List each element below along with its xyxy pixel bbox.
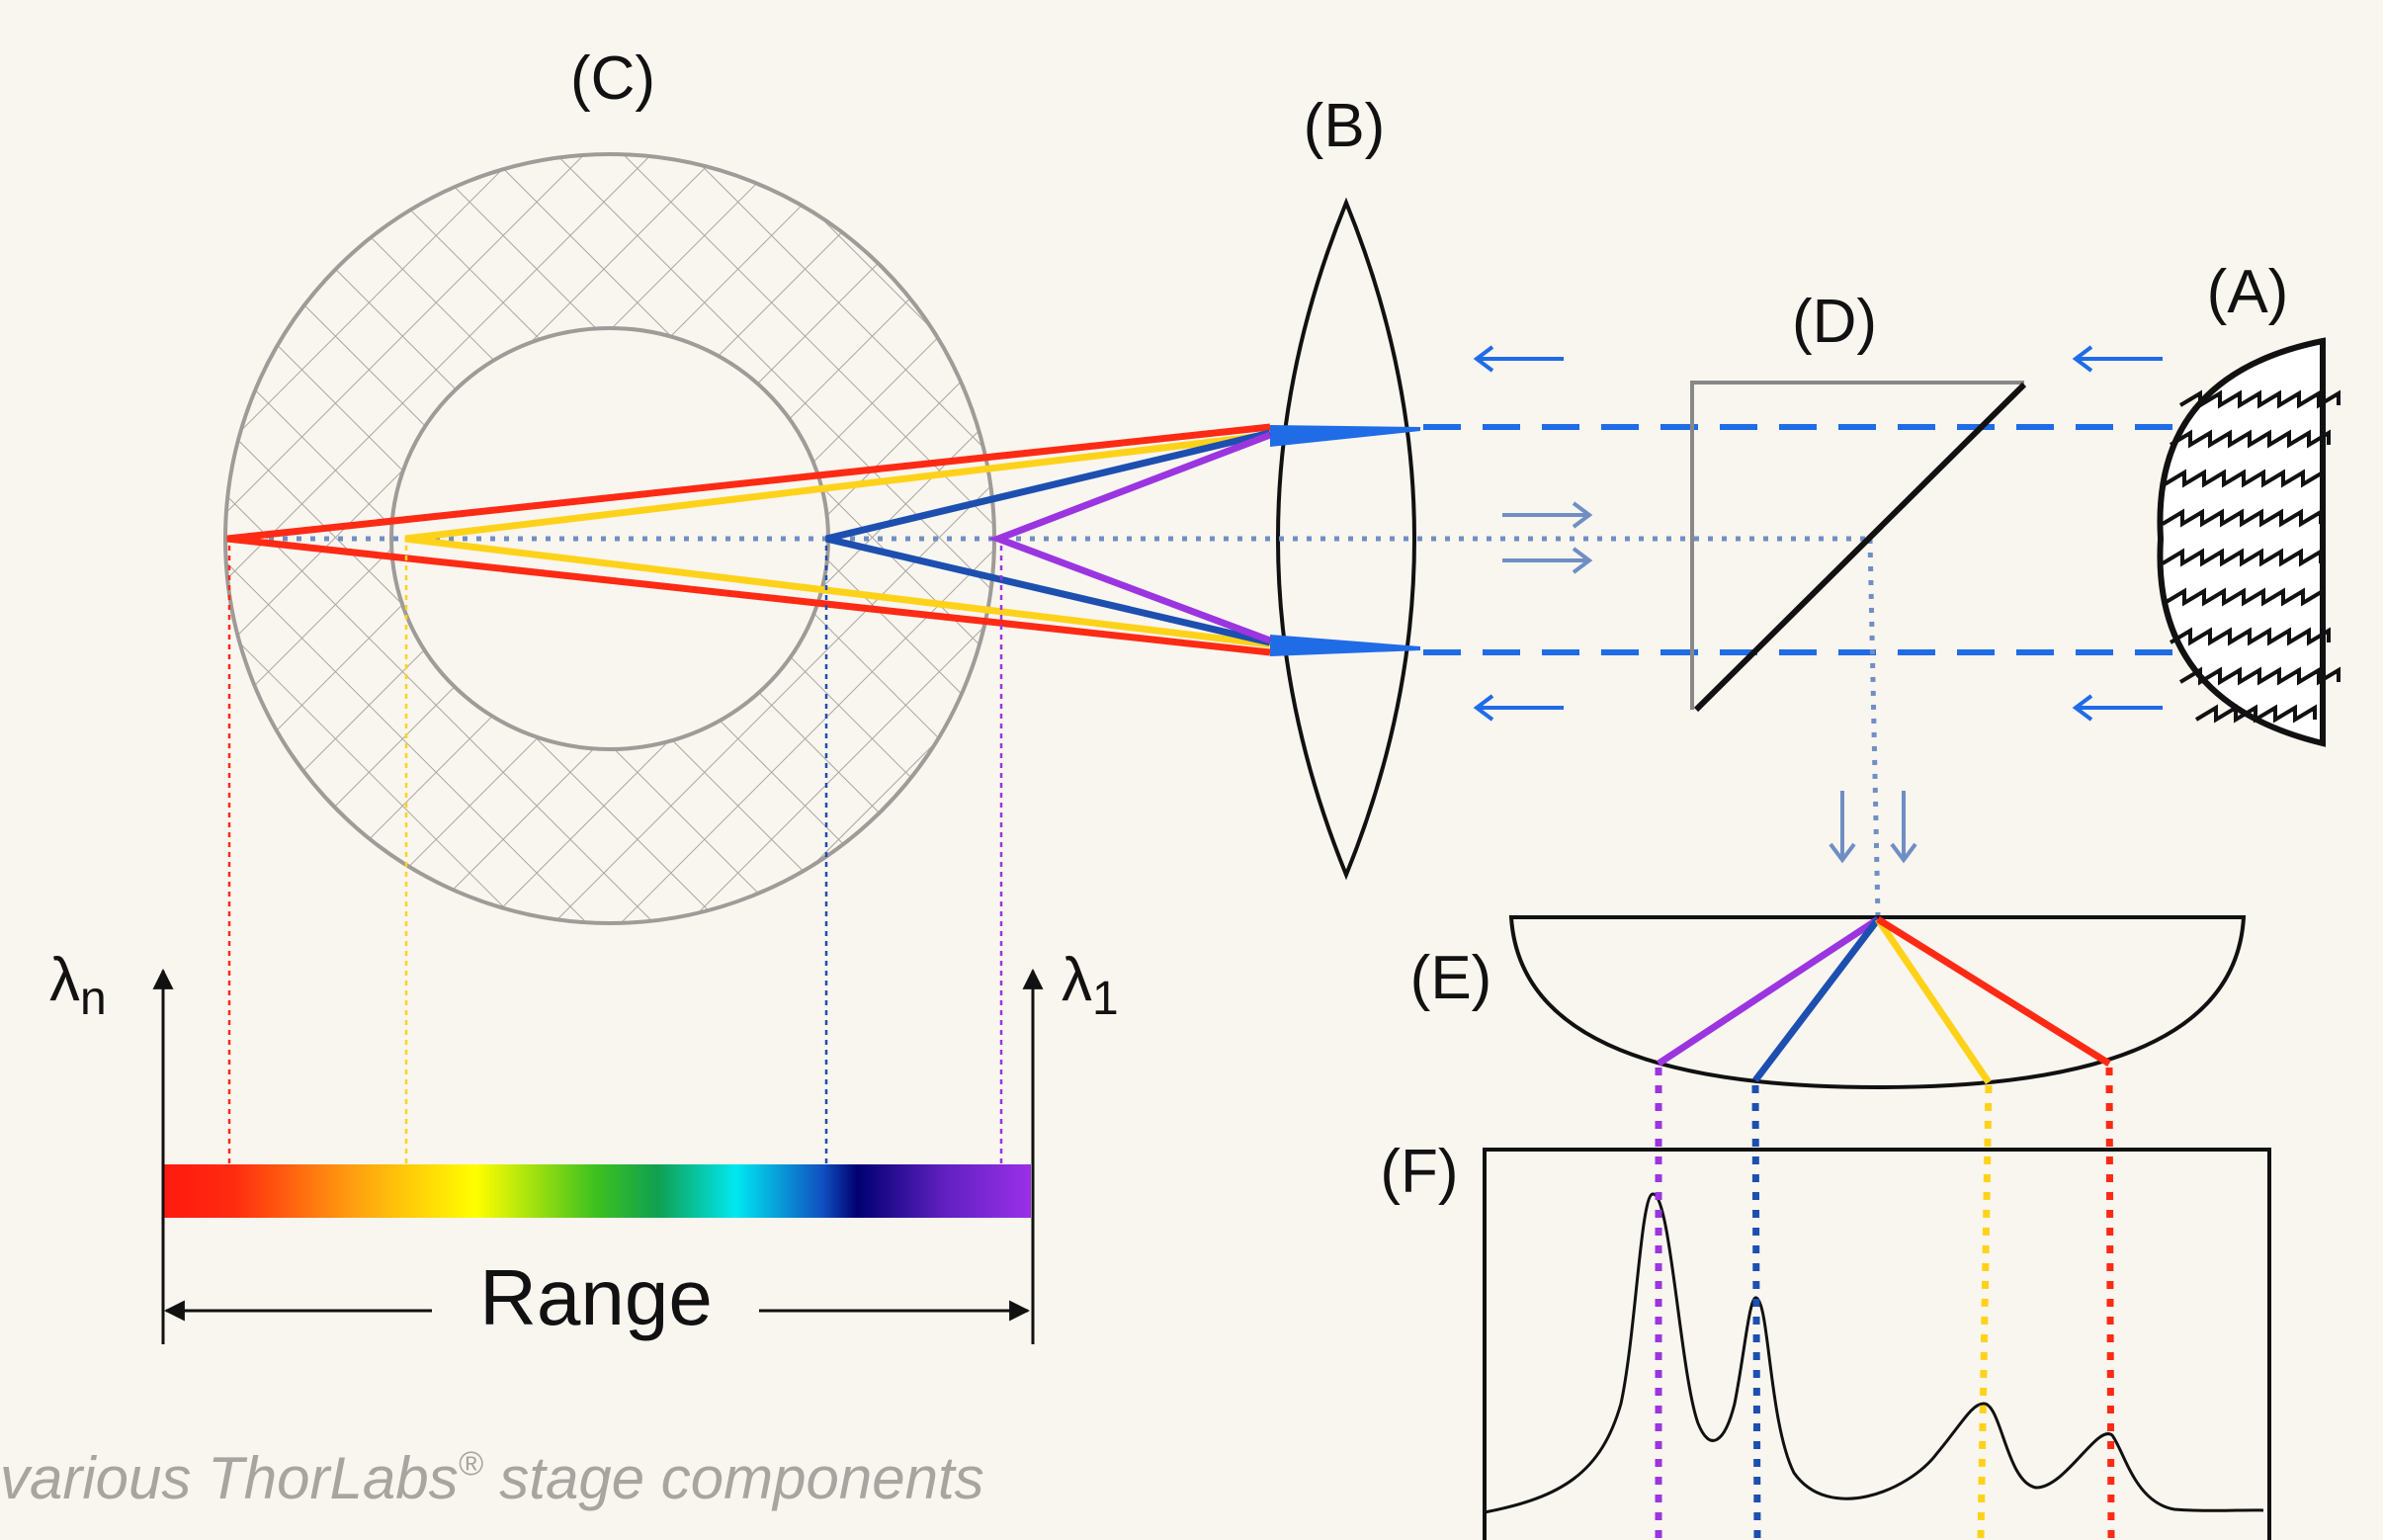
drop-lines-e-to-f bbox=[1655, 1067, 2115, 1540]
arrow-right-icon bbox=[1502, 501, 1593, 529]
beam-bottom-in-lens bbox=[1270, 635, 1420, 656]
spectrum-plot-f bbox=[1483, 1148, 2271, 1540]
spectrum-curve bbox=[1484, 1192, 2264, 1514]
ray-blue bbox=[825, 429, 1271, 646]
arrow-right-icon bbox=[1502, 547, 1593, 574]
arrow-down-icon bbox=[1890, 791, 1917, 864]
ring-body bbox=[222, 152, 997, 925]
dispersed-yellow bbox=[1875, 917, 1992, 1084]
label-e: (E) bbox=[1410, 944, 1492, 1012]
light-source-a bbox=[2157, 337, 2340, 747]
dispersed-blue bbox=[1752, 916, 1881, 1083]
beam-top-in-lens bbox=[1270, 425, 1420, 447]
arrow-left-icon bbox=[2072, 345, 2163, 373]
dispersed-violet bbox=[1657, 916, 1880, 1067]
ray-violet bbox=[988, 431, 1272, 644]
drop-lines-c-to-bar bbox=[227, 546, 1003, 1164]
dotted-axis-down bbox=[1867, 538, 1881, 918]
dispersed-red bbox=[1876, 916, 2111, 1067]
spectrum-bar bbox=[163, 1164, 1031, 1218]
arrow-left-icon bbox=[1473, 345, 1564, 373]
label-c: (C) bbox=[570, 44, 655, 113]
lambda-n-label: λn bbox=[49, 946, 107, 1025]
label-f: (F) bbox=[1380, 1138, 1458, 1206]
direction-arrows bbox=[1473, 345, 2163, 864]
arrow-left-icon bbox=[2072, 694, 2163, 722]
label-a: (A) bbox=[2207, 258, 2289, 326]
ray-yellow bbox=[404, 431, 1271, 648]
beam-splitter-d bbox=[1690, 381, 2027, 713]
lens-component-b bbox=[1276, 197, 1416, 881]
label-d: (D) bbox=[1792, 288, 1877, 356]
caption-text: various ThorLabs® stage components bbox=[0, 1445, 984, 1511]
ray-red bbox=[226, 423, 1271, 656]
range-label: Range bbox=[479, 1253, 713, 1341]
dispersive-element-e bbox=[1508, 915, 2247, 1090]
lambda-1-label: λ1 bbox=[1062, 946, 1119, 1025]
arrow-left-icon bbox=[1473, 694, 1564, 722]
label-b: (B) bbox=[1304, 92, 1386, 160]
ring-component-c bbox=[222, 152, 997, 925]
focal-rays bbox=[226, 423, 1272, 656]
arrow-down-icon bbox=[1829, 791, 1856, 864]
